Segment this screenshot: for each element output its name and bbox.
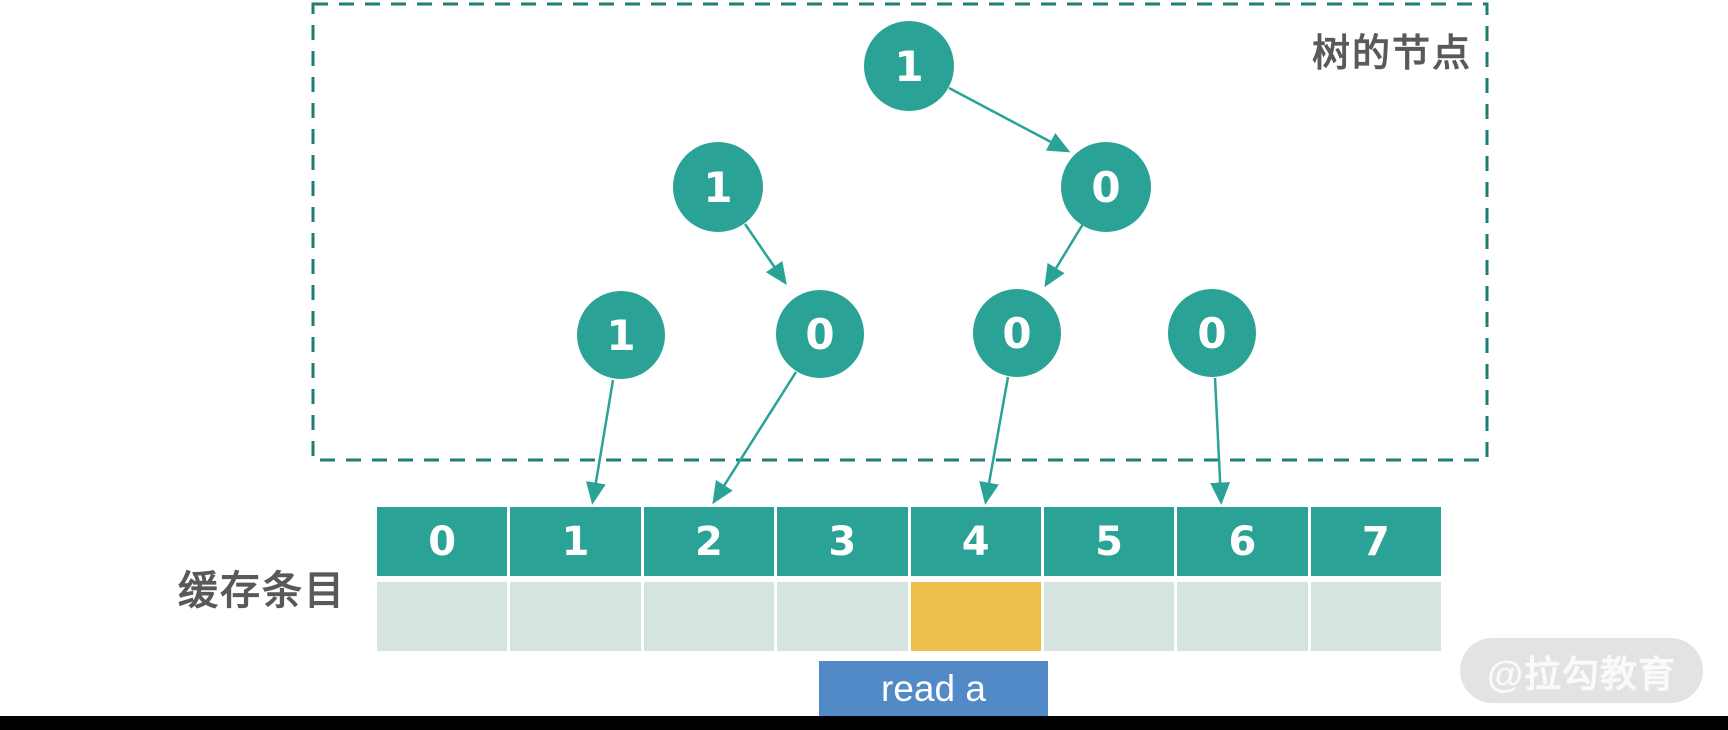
cache-index-cell: 6 [1177, 507, 1308, 576]
tree-node-l2-right: 0 [1061, 142, 1151, 232]
edge-root-to-right-child [948, 86, 1071, 153]
cache-cell [910, 582, 1041, 651]
bottom-black-bar [0, 716, 1728, 730]
cache-cell [377, 582, 508, 651]
cache-cell [777, 582, 908, 651]
cache-cell [643, 582, 775, 651]
tree-area-dashed-border [311, 2, 1489, 462]
cache-cell [1177, 582, 1308, 651]
tree-node-l3-4: 0 [1168, 289, 1256, 377]
cache-cell [1043, 582, 1175, 651]
watermark-pill: @拉勾教育 [1460, 638, 1703, 703]
arrow-leaf3-to-cell4 [979, 376, 1010, 505]
tree-node-value: 0 [1197, 308, 1227, 358]
cache-cell [510, 582, 641, 651]
cache-value-row [377, 582, 1441, 651]
edge-left-child-to-leaf2 [743, 223, 787, 286]
tree-node-l3-1: 1 [577, 291, 665, 379]
arrow-leaf1-to-cell1 [586, 379, 615, 505]
cache-entries-label: 缓存条目 [178, 569, 346, 613]
tree-node-l3-3: 0 [973, 289, 1061, 377]
edge-right-child-to-leaf3 [1044, 223, 1085, 288]
cache-cell [1310, 582, 1441, 651]
arrow-leaf4-to-cell6 [1210, 377, 1231, 505]
read-a-label: read a [881, 668, 986, 709]
tree-node-value: 1 [894, 41, 924, 91]
tree-node-value: 0 [1091, 162, 1121, 212]
cache-index-cell: 4 [910, 507, 1041, 576]
watermark-text: @拉勾教育 [1486, 653, 1677, 695]
tree-node-l3-2: 0 [776, 290, 864, 378]
cache-index-cell: 5 [1043, 507, 1175, 576]
cache-index-cell: 1 [510, 507, 641, 576]
tree-node-value: 1 [606, 310, 636, 360]
tree-node-value: 0 [1002, 308, 1032, 358]
arrow-leaf2-to-cell2 [712, 371, 798, 505]
cache-index-cell: 7 [1310, 507, 1441, 576]
tree-node-l2-left: 1 [673, 142, 763, 232]
read-a-bar: read a [819, 661, 1048, 717]
tree-box-label: 树的节点 [1312, 33, 1473, 75]
cache-index-row: 0 1 2 3 4 5 6 7 [377, 507, 1441, 576]
tree-node-root: 1 [864, 21, 954, 111]
cache-index-cell: 2 [643, 507, 775, 576]
cache-index-cell: 3 [777, 507, 908, 576]
tree-node-value: 1 [703, 162, 733, 212]
tree-node-value: 0 [805, 309, 835, 359]
cache-index-cell: 0 [377, 507, 508, 576]
